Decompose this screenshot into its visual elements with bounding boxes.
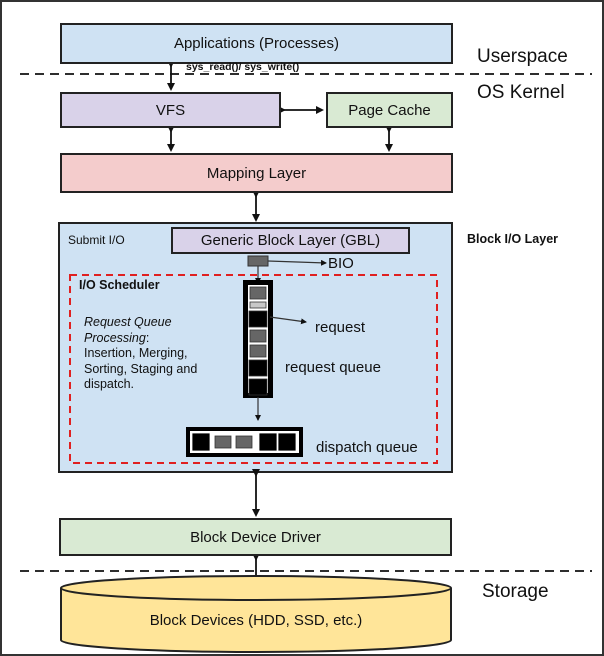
block-io-layer-label: Block I/O Layer (467, 232, 559, 246)
submit-io-label: Submit I/O (68, 233, 125, 247)
block-devices-label: Block Devices (HDD, SSD, etc.) (149, 612, 363, 629)
page-cache-label: Page Cache (348, 101, 431, 119)
dispatch-queue-label: dispatch queue (316, 439, 418, 456)
generic-block-layer-box: Generic Block Layer (GBL) (171, 227, 410, 254)
mapping-layer-box: Mapping Layer (60, 153, 453, 193)
rq-processing-line-1: Request Queue (84, 315, 172, 329)
generic-block-layer-label: Generic Block Layer (GBL) (200, 232, 381, 249)
request-queue-slot (248, 378, 268, 396)
block-device-driver-box: Block Device Driver (59, 518, 452, 556)
rq-processing-line-4: Sorting, Staging and (84, 361, 198, 376)
dispatch-queue-slot (258, 432, 278, 452)
dispatch-queue-slot (214, 435, 232, 449)
rq-processing-line-3: Insertion, Merging, (84, 346, 188, 360)
arrow-bio-label (267, 259, 327, 266)
io-scheduler-label: I/O Scheduler (79, 278, 160, 292)
io-scheduler-region (69, 274, 438, 464)
request-queue-slot (249, 329, 267, 343)
request-queue-processing-text: Request Queue Processing: Insertion, Mer… (84, 315, 197, 393)
dispatch-queue-slot (235, 435, 253, 449)
request-label: request (315, 319, 366, 336)
mapping-layer-label: Mapping Layer (206, 164, 307, 182)
request-queue-slot (248, 359, 268, 377)
dispatch-queue-slot (277, 432, 297, 452)
block-device-driver-label: Block Device Driver (190, 528, 321, 546)
rq-processing-line-2: Processing: (84, 331, 197, 347)
applications-label: Applications (Processes) (173, 35, 340, 52)
region-storage: Storage (482, 581, 549, 602)
vfs-label: VFS (155, 101, 186, 119)
request-queue-slot (248, 310, 268, 328)
region-userspace: Userspace (477, 46, 568, 67)
bio-block (247, 255, 269, 267)
block-devices-cylinder (60, 575, 452, 653)
page-cache-box: Page Cache (326, 92, 453, 128)
syscall-label: sys_read()/ sys_write() (186, 61, 300, 73)
rq-processing-line-5: dispatch. (84, 377, 135, 391)
dispatch-queue-row (186, 427, 303, 457)
request-queue-slot (249, 344, 267, 358)
rq-processing-colon: : (145, 330, 150, 345)
request-queue-slot (249, 286, 267, 300)
applications-box: Applications (Processes) (60, 23, 453, 64)
dispatch-queue-slot (191, 432, 211, 452)
rq-processing-italic: Processing (84, 330, 146, 345)
vfs-box: VFS (60, 92, 281, 128)
request-queue-column (243, 280, 273, 398)
request-queue-label: request queue (285, 359, 381, 376)
arrow-request (269, 316, 307, 325)
request-queue-slot (249, 301, 267, 309)
region-os-kernel: OS Kernel (477, 82, 565, 103)
bio-label: BIO (328, 255, 354, 272)
